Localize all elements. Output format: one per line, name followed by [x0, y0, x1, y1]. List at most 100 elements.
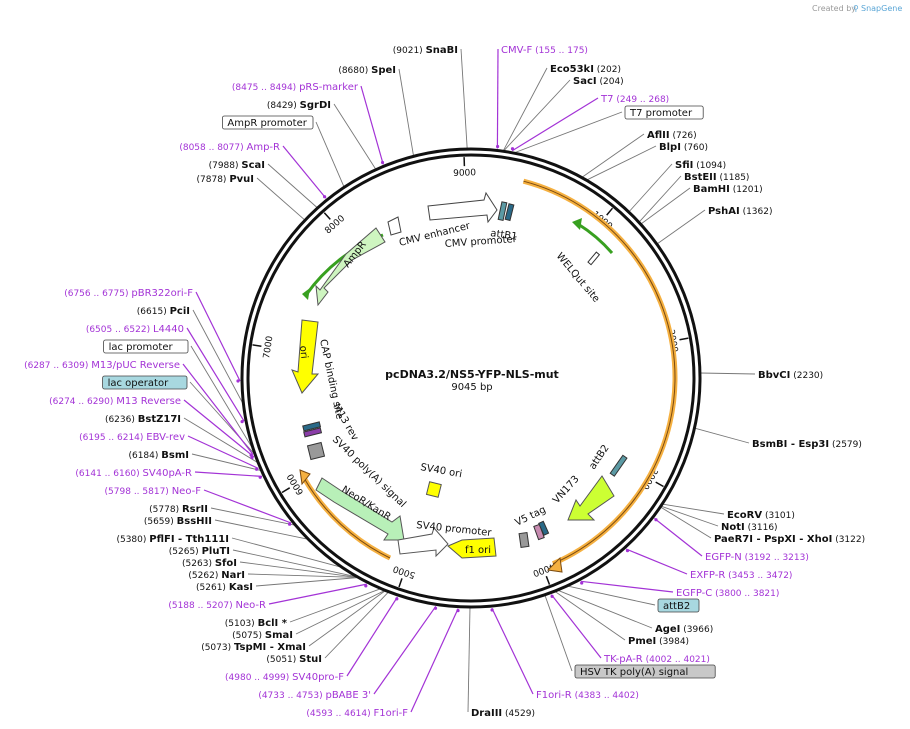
name-prs: pRS-marker: [299, 82, 359, 93]
pos-pbabe3: (4733 .. 4753): [258, 691, 322, 701]
label-f1orir: F1ori-R (4383 .. 4402): [536, 690, 639, 701]
label-m13puc: (6287 .. 6309) M13/pUC Reverse: [24, 360, 180, 371]
pos-prs: (8475 .. 8494): [232, 83, 296, 93]
label-text-scai: (7988) ScaI: [209, 160, 265, 171]
welqut-box: [587, 251, 601, 266]
primer-site-prs: [380, 160, 385, 165]
label-text-ebvrev: (6195 .. 6214) EBV-rev: [79, 432, 185, 443]
name-pvui: PvuI: [229, 174, 254, 185]
name-paer7i: PaeR7I - PspXI - XhoI: [714, 534, 832, 545]
leader-stui: [324, 591, 390, 659]
label-ebvrev: (6195 .. 6214) EBV-rev: [79, 432, 185, 443]
label-sv40par: (6141 .. 6160) SV40pA-R: [75, 468, 192, 479]
name-tspmi: TspMI - XmaI: [234, 642, 306, 653]
label-neor: (5188 .. 5207) Neo-R: [168, 600, 266, 611]
pos-pcii: (6615): [137, 307, 167, 317]
pos-rsrii: (5778): [149, 505, 179, 515]
leader-tkpar: [550, 594, 602, 659]
leader-pvui: [256, 177, 306, 221]
leader-bamhi: [640, 187, 691, 225]
label-ampprom: AmpR promoter: [221, 115, 314, 130]
label-blpi: BlpI (760): [659, 142, 708, 153]
label-text-f1orif: (4593 .. 4614) F1ori-F: [306, 708, 408, 719]
label-rsrii: (5778) RsrII: [149, 504, 208, 515]
orf-arc-neo-core: [303, 477, 391, 559]
pos-ecorv: (3101): [765, 511, 795, 521]
box-hsvtk: [574, 664, 716, 679]
attb1-box-2: [504, 203, 515, 222]
label-text-egfpc: EGFP-C (3800 .. 3821): [676, 588, 779, 599]
label-pflfi: (5380) PflFI - Tth111I: [116, 534, 229, 545]
leader-noti: [660, 505, 719, 527]
pos-pbr322: (6756 .. 6775): [64, 289, 128, 299]
label-neof: (5798 .. 5817) Neo-F: [105, 486, 202, 497]
label-sgrdi: (8429) SgrDI: [267, 100, 331, 111]
label-text-ampr: (8058 .. 8077) Amp-R: [179, 142, 280, 153]
pos-pmei: (3984): [659, 637, 689, 647]
name-noti: NotI: [721, 522, 745, 533]
label-text-noti: NotI (3116): [721, 522, 778, 533]
lac-operator-box: [302, 421, 322, 432]
feature-attb2-inner-label: attB2: [587, 443, 611, 472]
label-text-neof: (5798 .. 5817) Neo-F: [105, 486, 202, 497]
pos-nari: (5262): [188, 571, 218, 581]
label-lacop: lac operator: [102, 375, 188, 390]
label-attb2: attB2: [657, 598, 700, 613]
leader-tspmi: [308, 590, 386, 647]
tick-7000: [252, 344, 262, 348]
leader-t7: [511, 97, 599, 152]
name-bbvci: BbvCI: [758, 370, 790, 381]
label-sfoi: (5263) SfoI: [182, 558, 237, 569]
label-text-blpi: BlpI (760): [659, 142, 708, 153]
pos-bsmi: (6184): [128, 451, 158, 461]
label-egfpc: EGFP-C (3800 .. 3821): [676, 588, 779, 599]
tick-label-8000: 8000: [323, 214, 347, 237]
leader-bbvci: [699, 372, 756, 375]
primer-site-sv40prof: [395, 597, 399, 601]
primer-site-ebvrev: [255, 467, 259, 471]
v5-box-3: [538, 520, 550, 536]
label-kasi: (5261) KasI: [196, 582, 253, 593]
label-nari: (5262) NarI: [188, 570, 245, 581]
label-text-sv40par: (6141 .. 6160) SV40pA-R: [75, 468, 192, 479]
label-ecorv: EcoRV (3101): [727, 510, 795, 521]
tick-label-7000: 7000: [262, 335, 275, 359]
leader-pbabe3: [373, 605, 437, 695]
credit-brand: SnapGene: [861, 4, 902, 13]
vn173-arrow: [567, 475, 615, 521]
pos-neor: (5188 .. 5207): [168, 601, 232, 611]
label-bstz17i: (6236) BstZ17I: [105, 414, 181, 425]
label-bsmi: (6184) BsmI: [128, 450, 189, 461]
label-f1orif: (4593 .. 4614) F1ori-F: [306, 708, 408, 719]
pos-sv40par: (6141 .. 6160): [75, 469, 139, 479]
pos-m13rev: (6274 .. 6290): [49, 397, 113, 407]
name-sv40par: SV40pA-R: [143, 468, 192, 479]
label-text-spei: (8680) SpeI: [338, 65, 396, 76]
box-text-hsvtk: HSV TK poly(A) signal: [580, 667, 688, 678]
leader-pbr322: [195, 291, 241, 382]
name-cmvf: CMV-F: [501, 45, 532, 56]
pos-draiii: (4529): [505, 709, 535, 719]
label-text-bcli: (5103) BclI *: [225, 618, 288, 629]
label-text-bsmbi: BsmBI - Esp3I (2579): [752, 439, 862, 450]
label-t7: T7 (249 .. 268): [600, 94, 669, 105]
pos-spei: (8680): [338, 66, 368, 76]
label-text-eco53ki: Eco53kI (202): [550, 64, 621, 75]
label-text-pbabe3: (4733 .. 4753) pBABE 3': [258, 690, 371, 701]
name-blpi: BlpI: [659, 142, 681, 153]
name-kasi: KasI: [229, 582, 253, 593]
label-text-nari: (5262) NarI: [188, 570, 245, 581]
pos-pshai: (1362): [743, 207, 773, 217]
pos-bamhi: (1201): [733, 185, 763, 195]
label-text-tspmi: (5073) TspMI - XmaI: [201, 642, 306, 653]
primer-site-neor: [364, 584, 368, 588]
orf-arc-neo-head: [299, 469, 311, 486]
label-m13rev: (6274 .. 6290) M13 Reverse: [49, 396, 181, 407]
leader-bsmbi: [694, 427, 750, 444]
name-draiii: DraIII: [471, 708, 502, 719]
ampr-outer-head: [302, 288, 310, 300]
pos-saci: (204): [599, 77, 623, 87]
label-pmei: PmeI (3984): [628, 636, 689, 647]
leader-egfpn: [654, 517, 703, 557]
box-text-ampprom: AmpR promoter: [227, 118, 307, 129]
